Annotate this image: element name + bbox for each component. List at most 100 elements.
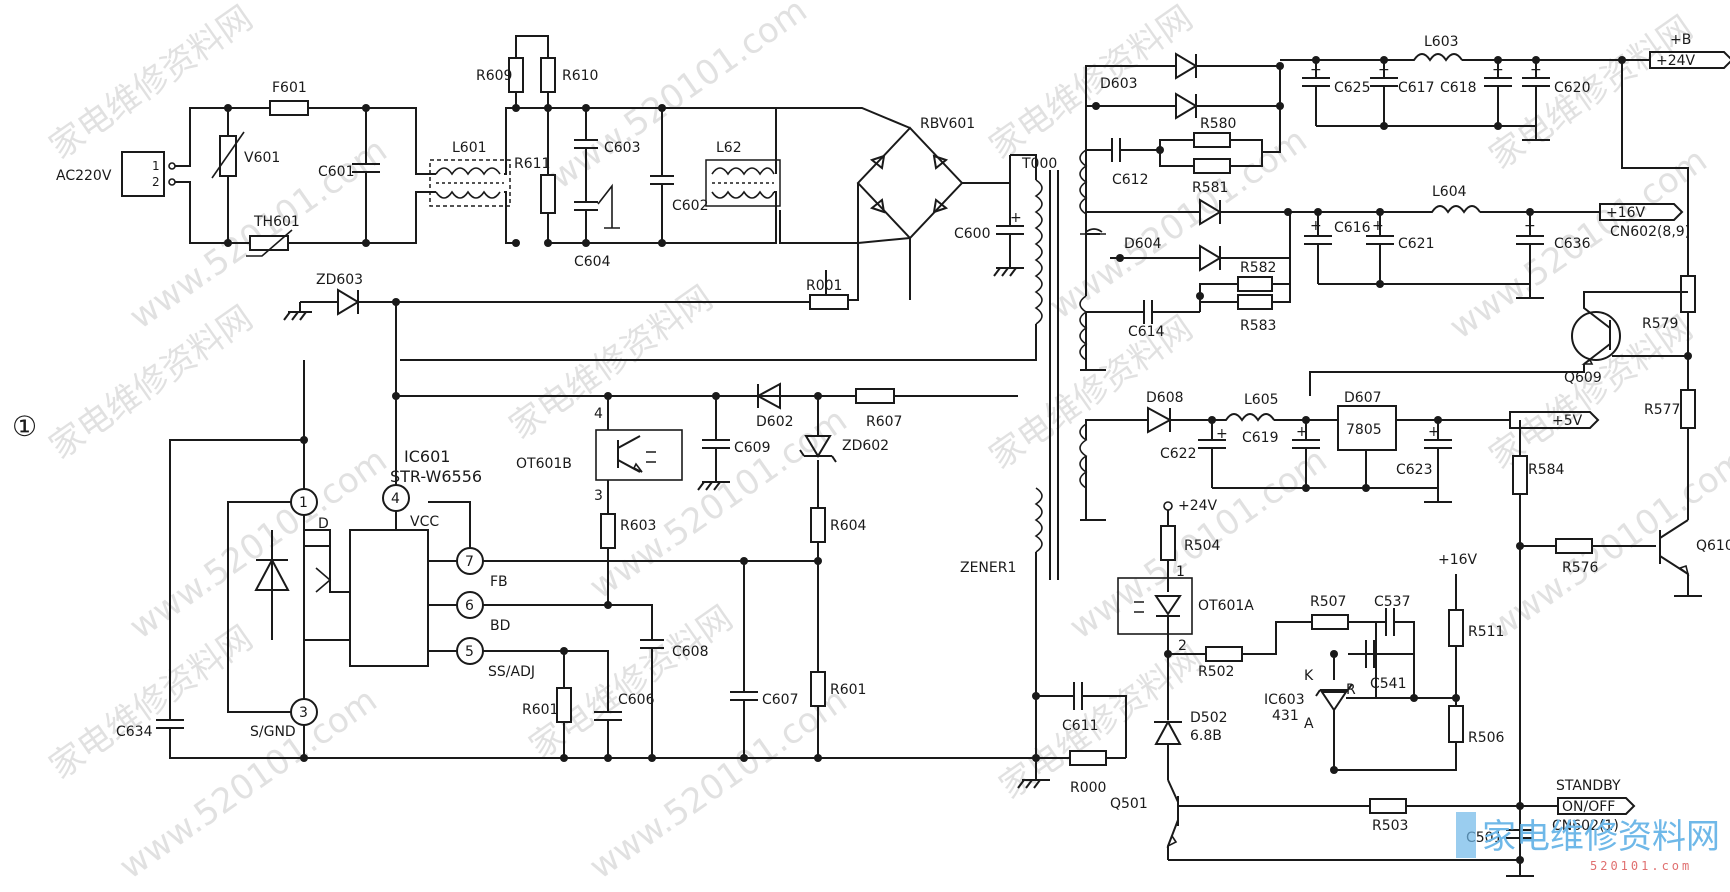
resistor	[1237, 276, 1273, 292]
label-R611: R611	[514, 156, 550, 172]
label-D602: D602	[756, 414, 794, 430]
plus-sign: +	[1524, 218, 1536, 234]
resistor	[1193, 158, 1231, 174]
ic-body	[349, 529, 429, 667]
resistor	[1237, 294, 1273, 310]
label-C620: C620	[1554, 80, 1591, 96]
label-C537: C537	[1374, 594, 1411, 610]
label-C618: C618	[1440, 80, 1477, 96]
pin-number: 7	[465, 554, 474, 570]
resistor	[810, 671, 826, 707]
ac-input: 1 2 AC220V	[56, 107, 228, 244]
label-C621: C621	[1398, 236, 1435, 252]
label-C623: C623	[1396, 462, 1433, 478]
label-D607: D607	[1344, 390, 1382, 406]
ac-label: AC220V	[56, 168, 112, 184]
rail-16v-small: +16V	[1438, 552, 1478, 568]
label-R503: R503	[1372, 818, 1408, 834]
label-D502-value: 6.8B	[1190, 728, 1222, 744]
label-IC603-part: 431	[1272, 708, 1299, 724]
transistor-Q609: Q609	[1564, 291, 1688, 386]
label-R603: R603	[620, 518, 656, 534]
label-Q610: Q610	[1696, 538, 1730, 554]
resistor	[540, 174, 556, 214]
label-R584: R584	[1528, 462, 1565, 478]
pin-number: 6	[465, 598, 474, 614]
resistor	[1448, 609, 1464, 647]
label-OT601B: OT601B	[516, 456, 572, 472]
resistor	[1069, 750, 1107, 766]
label-R502: R502	[1198, 664, 1234, 680]
label-L605: L605	[1244, 392, 1279, 408]
label-L601: L601	[452, 140, 487, 156]
label-C604: C604	[574, 254, 611, 270]
pin-number: 2	[1178, 638, 1187, 654]
plus-sign: +	[1310, 62, 1322, 78]
label-R609: R609	[476, 68, 512, 84]
label-C609: C609	[734, 440, 771, 456]
ic-IC601: IC601 STR-W6556 1 D 4 VCC 7 FB 6 BD 5 SS…	[250, 447, 535, 740]
pin-name: VCC	[410, 514, 439, 530]
label-C611: C611	[1062, 718, 1099, 734]
label-C612: C612	[1112, 172, 1149, 188]
label-R607: R607	[866, 414, 902, 430]
label-L62: L62	[716, 140, 742, 156]
choke-L601: L601	[429, 140, 511, 207]
resistor	[1680, 389, 1696, 429]
label-C601: C601	[318, 164, 355, 180]
plus-sign: +	[1296, 424, 1308, 440]
resistor	[540, 57, 556, 93]
plus-sign: +	[1010, 210, 1022, 226]
shunt-regulator-IC603: K R A IC603 431	[1264, 668, 1356, 732]
watermark-text: 家电维修资料网	[982, 0, 1200, 167]
label-C616: C616	[1334, 220, 1371, 236]
label-Q609: Q609	[1564, 370, 1602, 386]
label-L604: L604	[1432, 184, 1467, 200]
rail-24v-small: +24V	[1178, 498, 1218, 514]
watermark-text: 家电维修资料网	[502, 278, 720, 447]
rail-standby: STANDBY	[1556, 778, 1621, 794]
label-R582: R582	[1240, 260, 1276, 276]
label-ZD602: ZD602	[842, 438, 889, 454]
resistor	[809, 294, 849, 310]
optocoupler-OT601B: 4 3 OT601B	[516, 406, 683, 504]
label-D603: D603	[1100, 76, 1138, 92]
label-Q501: Q501	[1110, 796, 1148, 812]
watermark-text: 家电维修资料网	[1482, 8, 1700, 177]
label-R604: R604	[830, 518, 867, 534]
resistor	[1680, 275, 1696, 313]
label-OT601A: OT601A	[1198, 598, 1254, 614]
rail-onoff: ON/OFF	[1562, 799, 1615, 815]
resistor	[600, 513, 616, 549]
label-V601: V601	[244, 150, 280, 166]
rail-standby-connector: CN602(1)	[1552, 818, 1619, 834]
label-C602: C602	[672, 198, 709, 214]
label-C600: C600	[954, 226, 991, 242]
resistor	[1512, 455, 1528, 495]
label-IC603: IC603	[1264, 692, 1305, 708]
pin-name: A	[1304, 716, 1314, 732]
label-R511: R511	[1468, 624, 1504, 640]
label-C607: C607	[762, 692, 799, 708]
page-mark: ①	[12, 410, 37, 443]
watermark-url: www.520101.com	[582, 400, 854, 607]
pin-name: FB	[490, 574, 508, 590]
plus-sign: +	[1530, 62, 1542, 78]
plus-sign: +	[1378, 62, 1390, 78]
rail-5v: +5V	[1552, 413, 1583, 429]
label-R610: R610	[562, 68, 598, 84]
label-R000: R000	[1070, 780, 1106, 796]
transistor-Q610: Q610	[1659, 519, 1730, 597]
resistor	[1160, 525, 1176, 561]
watermark-text: 家电维修资料网	[522, 598, 740, 767]
transformer-T000: T000	[1021, 149, 1088, 580]
label-R583: R583	[1240, 318, 1276, 334]
pin-name: S/GND	[250, 724, 296, 740]
label-R507: R507	[1310, 594, 1346, 610]
label-F601: F601	[272, 80, 307, 96]
label-TH601: TH601	[253, 214, 300, 230]
pin-label: 2	[152, 175, 160, 189]
label-C541: C541	[1370, 676, 1407, 692]
resistor	[810, 507, 826, 543]
label-D502: D502	[1190, 710, 1228, 726]
